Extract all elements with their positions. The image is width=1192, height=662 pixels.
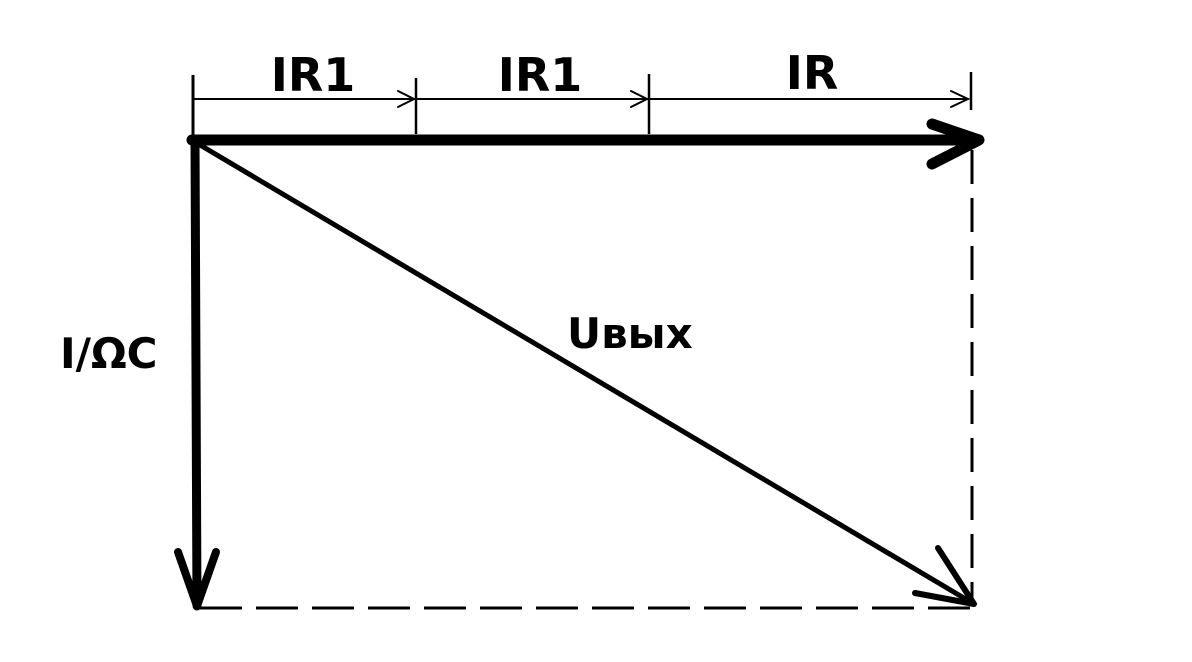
diagonal-vector-arrow — [192, 139, 977, 607]
segment-1-label: IR1 — [271, 48, 356, 102]
dimension-arrow-segment-2 — [415, 90, 650, 108]
horizontal-vector-arrow — [186, 118, 985, 170]
diagonal-vector-label: Uвых — [567, 309, 693, 358]
dimension-arrow-segment-1 — [192, 90, 417, 108]
vertical-vector-arrow — [174, 135, 220, 611]
vertical-vector-label: I/ΩC — [60, 329, 158, 378]
segment-3-label: IR — [786, 46, 839, 100]
dimension-arrow-segment-3 — [648, 90, 971, 108]
segment-2-label: IR1 — [498, 48, 583, 102]
